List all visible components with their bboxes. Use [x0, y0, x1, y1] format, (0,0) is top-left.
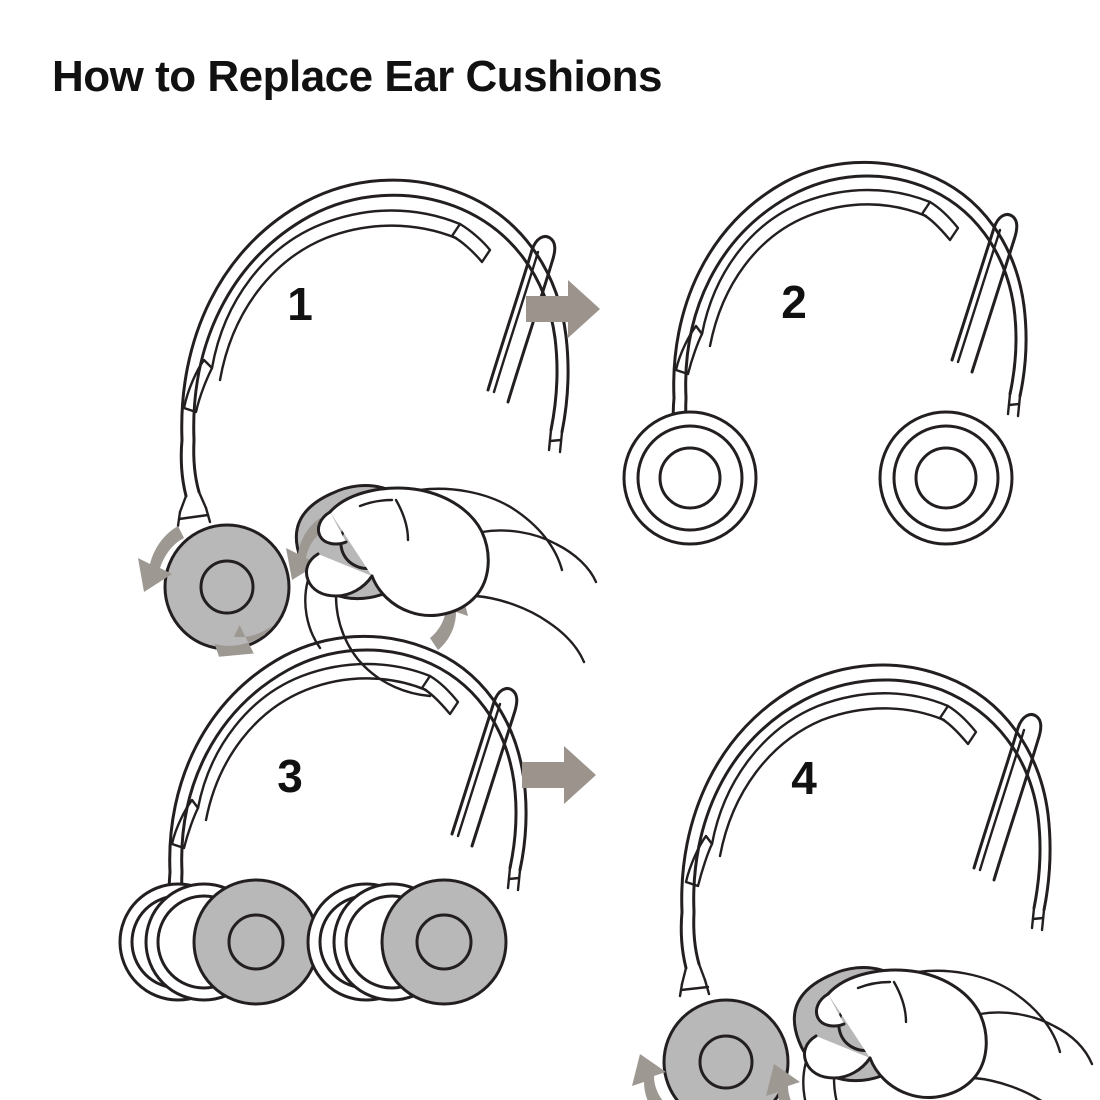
step-panel-1: 1 — [120, 140, 600, 698]
step-panel-4: 4 — [626, 622, 1096, 1100]
page-title: How to Replace Ear Cushions — [52, 52, 662, 101]
step-panel-3: 3 — [118, 622, 540, 1006]
step-number-2: 2 — [781, 276, 807, 328]
step-number-4: 4 — [791, 752, 817, 804]
arrow-step3-to-step4 — [520, 744, 598, 806]
arrow-step1-to-step2 — [524, 278, 602, 340]
step-number-3: 3 — [277, 750, 303, 802]
step-panel-2: 2 — [622, 148, 1028, 546]
step-number-1: 1 — [287, 278, 313, 330]
